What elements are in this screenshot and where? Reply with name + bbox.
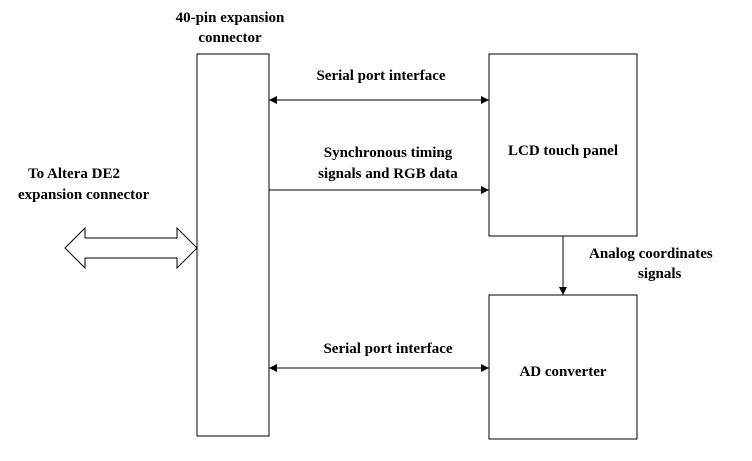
serial-port-bottom-label: Serial port interface xyxy=(323,341,452,357)
lcd-touch-panel-label: LCD touch panel xyxy=(508,143,618,159)
ad-converter-block xyxy=(488,294,638,440)
lcd-touch-panel-block xyxy=(488,53,638,237)
external-connector-label-line2: expansion connector xyxy=(18,187,150,203)
sync-rgb-label-line2: signals and RGB data xyxy=(318,166,458,182)
bidirectional-bus-arrow xyxy=(64,226,198,270)
sync-rgb-label-line1: Synchronous timing xyxy=(324,145,453,161)
serial-port-top-label: Serial port interface xyxy=(316,68,445,84)
external-connector-label-line1: To Altera DE2 xyxy=(28,166,120,182)
expansion-connector-block xyxy=(196,53,270,437)
analog-coordinates-label-line2: signals xyxy=(638,266,682,282)
analog-coordinates-label-line1: Analog coordinates xyxy=(589,246,713,262)
connector-title-line1: 40-pin expansion xyxy=(176,10,285,26)
ad-converter-label: AD converter xyxy=(519,364,606,380)
connector-title-line2: connector xyxy=(198,30,262,46)
